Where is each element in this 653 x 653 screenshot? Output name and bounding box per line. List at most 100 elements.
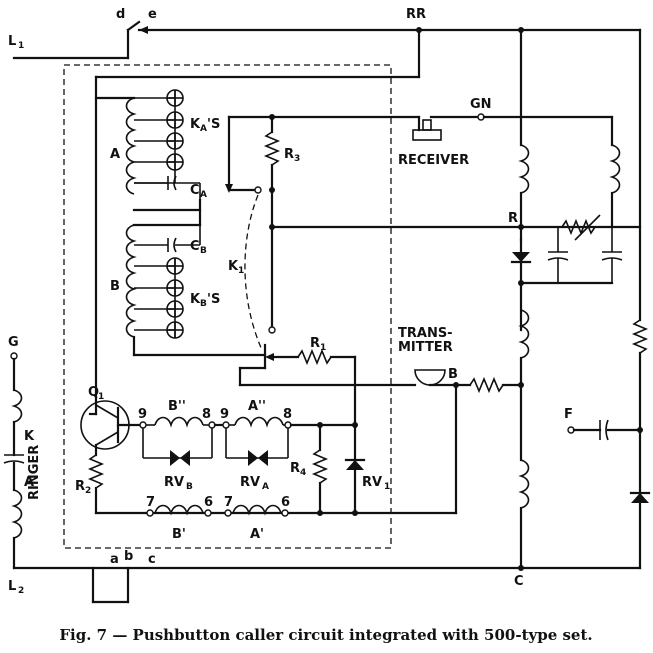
label-c-node: C [514, 574, 524, 589]
label-mitter: MITTER [398, 340, 453, 355]
label-l1: L [8, 34, 16, 49]
label-f: F [564, 407, 573, 422]
label-trans: TRANS- [398, 326, 453, 341]
resistor-r4 [311, 449, 329, 484]
label-a-ringer: A [24, 475, 34, 490]
label-r: R [508, 211, 518, 226]
label-g: G [8, 335, 19, 350]
receiver-icon [412, 129, 442, 141]
ka-contacts [134, 89, 184, 184]
label-rva: RV [240, 475, 260, 490]
label-6-b: 6 [204, 495, 213, 510]
label-b: B [110, 279, 120, 294]
varistor-rva-a [248, 450, 258, 466]
label-l1-sub: 1 [18, 41, 24, 51]
coil-net-2 [609, 144, 621, 194]
node-r-left [269, 224, 275, 230]
coil-net-4 [518, 459, 530, 509]
label-rr: RR [406, 7, 426, 22]
label-9-b: 9 [138, 407, 147, 422]
label-cb-sub: B [200, 246, 207, 256]
varistor-rvb-b [180, 450, 190, 466]
label-ringer: RINGER [27, 445, 42, 500]
k1-linkage [244, 194, 263, 351]
label-k1-sub: 1 [238, 266, 244, 276]
varistor-rv1 [346, 460, 364, 470]
label-8-a: 8 [283, 407, 292, 422]
capacitor-ca [134, 175, 201, 200]
label-7-b: 7 [146, 495, 155, 510]
terminal-7-b [146, 509, 154, 517]
label-kb-tail: 'S [207, 292, 220, 307]
terminal-6-b [204, 509, 212, 517]
receiver-cap [422, 119, 432, 131]
resistor-right [631, 319, 649, 354]
label-b-switch: b [124, 549, 133, 564]
label-k1: K [228, 259, 239, 274]
terminal-6-a [281, 509, 289, 517]
label-q1-sub: 1 [98, 392, 104, 402]
coil-net-3 [518, 309, 530, 359]
coil-b-double-prime [154, 416, 204, 428]
label-l2-sub: 2 [18, 586, 24, 596]
label-r2: R [75, 479, 85, 494]
k1-contact-upper [254, 186, 262, 194]
label-d: d [116, 7, 125, 22]
resistor-net-arrow [574, 214, 601, 241]
kb-contacts [134, 257, 184, 339]
label-r1-sub: 1 [320, 343, 326, 353]
terminal-7-a [224, 509, 232, 517]
node-rv1-bottom [352, 510, 358, 516]
label-a: A [110, 147, 120, 162]
label-r2-sub: 2 [85, 486, 91, 496]
coil-ringer-upper [11, 389, 23, 423]
figure-caption: Fig. 7 — Pushbutton caller circuit integ… [59, 626, 592, 644]
capacitor-cb [134, 225, 201, 253]
label-rvb: RV [164, 475, 184, 490]
label-b-double-prime: B'' [168, 399, 186, 414]
node-c [518, 565, 524, 571]
coil-a-double-prime [234, 416, 284, 428]
transmitter-icon [414, 369, 446, 386]
node-r4-bottom [317, 510, 323, 516]
switch-d-blade [126, 20, 141, 32]
label-r3-sub: 3 [294, 154, 300, 164]
label-rv1-sub: 1 [384, 482, 390, 492]
label-ka-sub: A [200, 124, 207, 134]
label-q1: Q [88, 385, 99, 400]
r1-arrow [265, 353, 274, 361]
label-kb-sub: B [200, 299, 207, 309]
terminal-9-a [222, 421, 230, 429]
resistor-r3 [263, 131, 281, 166]
label-r1: R [310, 336, 320, 351]
varistor-rva-b [258, 450, 268, 466]
node-rv1-top [352, 422, 358, 428]
label-cb: C [190, 239, 200, 254]
caller-enclosure [63, 64, 392, 549]
resistor-net [561, 218, 596, 236]
label-r4: R [290, 461, 300, 476]
cap-k-b [3, 460, 25, 464]
label-rva-sub: A [262, 482, 269, 492]
coil-a-prime [232, 504, 282, 516]
node-f [637, 427, 643, 433]
label-9-a: 9 [220, 407, 229, 422]
coil-net-1 [518, 144, 530, 194]
label-a-prime: A' [250, 527, 264, 542]
k1-arrow [225, 184, 233, 193]
resistor-r1 [297, 348, 332, 366]
label-rvb-sub: B [186, 482, 193, 492]
label-b-prime: B' [172, 527, 186, 542]
cap-f-b [605, 419, 609, 441]
label-a-switch: a [110, 552, 119, 567]
label-8-b: 8 [202, 407, 211, 422]
contact-e-arrow [139, 26, 148, 34]
node-r3-mid [269, 187, 275, 193]
label-r3: R [284, 147, 294, 162]
label-c-switch: c [148, 552, 156, 567]
label-e: e [148, 7, 157, 22]
coil-a [125, 97, 137, 195]
label-gn: GN [470, 97, 492, 112]
